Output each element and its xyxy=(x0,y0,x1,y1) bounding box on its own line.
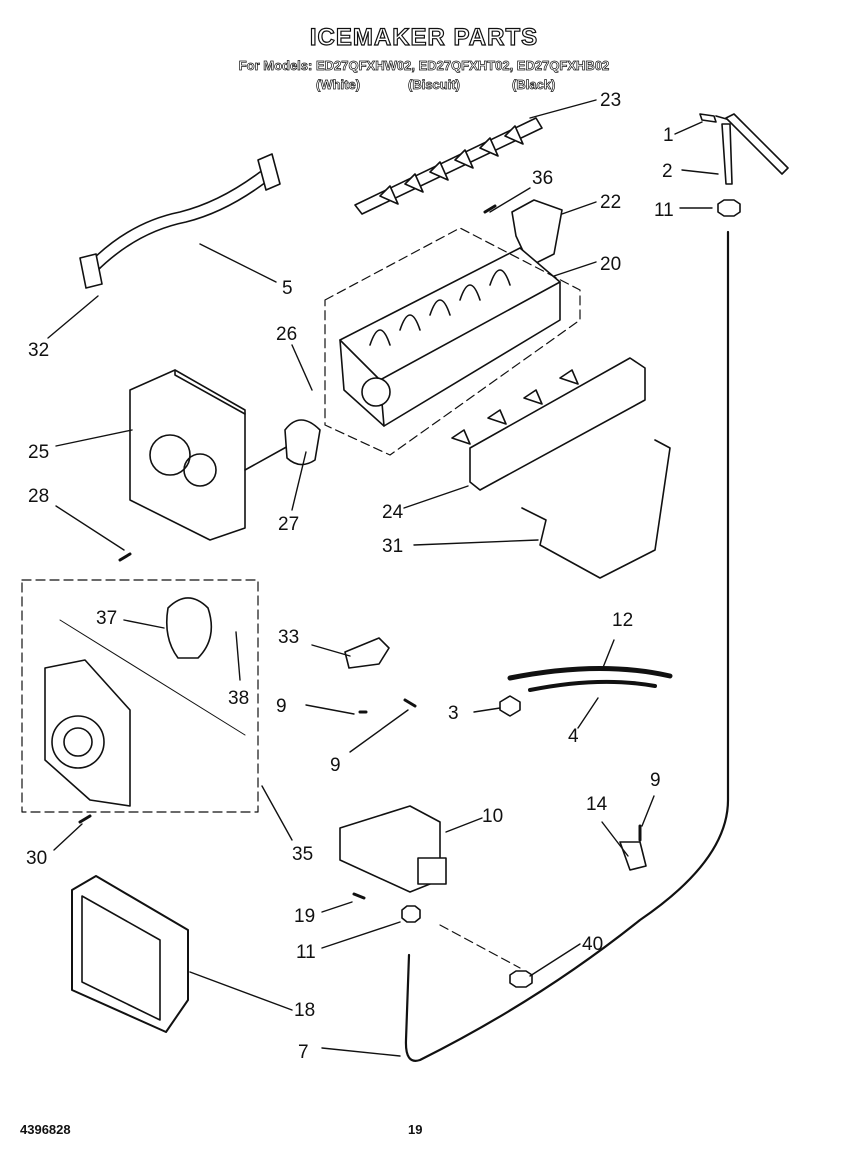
callout-18: 18 xyxy=(294,1000,315,1021)
part-cover xyxy=(71,875,189,1033)
callout-30: 30 xyxy=(26,848,47,869)
callout-5: 5 xyxy=(282,278,293,299)
callout-24: 24 xyxy=(382,502,404,523)
callout-14: 14 xyxy=(586,794,608,815)
part-tube-4 xyxy=(528,679,657,692)
part-ejector xyxy=(354,117,543,215)
part-water-line xyxy=(404,230,730,1062)
callout-20: 20 xyxy=(600,254,621,275)
models-line: For Models: ED27QFXHW02, ED27QFXHT02, ED… xyxy=(238,58,610,74)
part-control-housing xyxy=(129,369,291,541)
callout-9-lower: 9 xyxy=(330,755,341,776)
part-wire-arm xyxy=(521,439,671,579)
callout-40: 40 xyxy=(582,934,603,955)
part-bracket-screw xyxy=(699,113,789,185)
callout-9-left: 9 xyxy=(276,696,287,717)
part-stripper xyxy=(511,199,563,267)
callout-38: 38 xyxy=(228,688,249,709)
callout-9-right: 9 xyxy=(650,770,661,791)
document-number: 4396828 xyxy=(20,1122,71,1137)
variant-white: (White) xyxy=(316,77,361,93)
callout-1: 1 xyxy=(663,125,674,146)
callout-27: 27 xyxy=(278,514,299,535)
callout-2: 2 xyxy=(662,161,673,182)
part-33-bracket xyxy=(344,637,390,669)
variant-biscuit: (Biscuit) xyxy=(408,77,461,93)
callout-11-top: 11 xyxy=(654,200,674,221)
callout-36: 36 xyxy=(532,168,553,189)
callout-11-bottom: 11 xyxy=(296,942,316,963)
callout-7: 7 xyxy=(298,1042,309,1063)
callout-26: 26 xyxy=(276,324,297,345)
variant-black: (Black) xyxy=(512,77,556,93)
callout-23: 23 xyxy=(600,90,621,111)
callout-3: 3 xyxy=(448,703,459,724)
part-nut-top xyxy=(717,199,741,217)
callout-28: 28 xyxy=(28,486,49,507)
callout-19: 19 xyxy=(294,906,315,927)
callout-4: 4 xyxy=(568,726,579,747)
callout-33: 33 xyxy=(278,627,299,648)
part-drive-plate xyxy=(44,659,131,807)
part-tube-12 xyxy=(507,665,673,681)
part-mold xyxy=(339,247,561,427)
page-number: 19 xyxy=(408,1122,423,1137)
callout-25: 25 xyxy=(28,442,49,463)
part-harness xyxy=(79,153,281,289)
callout-32: 32 xyxy=(28,340,49,361)
page-title: ICEMAKER PARTS xyxy=(309,23,539,51)
part-bin xyxy=(451,357,646,491)
part-water-valve xyxy=(339,805,447,893)
part-motor-assembly xyxy=(165,597,213,659)
part-motor xyxy=(284,419,321,466)
part-clamp xyxy=(619,841,647,871)
callout-12: 12 xyxy=(612,610,633,631)
callout-22: 22 xyxy=(600,192,621,213)
callout-35: 35 xyxy=(292,844,313,865)
callout-31: 31 xyxy=(382,536,403,557)
callout-10: 10 xyxy=(482,806,503,827)
callout-37: 37 xyxy=(96,608,117,629)
